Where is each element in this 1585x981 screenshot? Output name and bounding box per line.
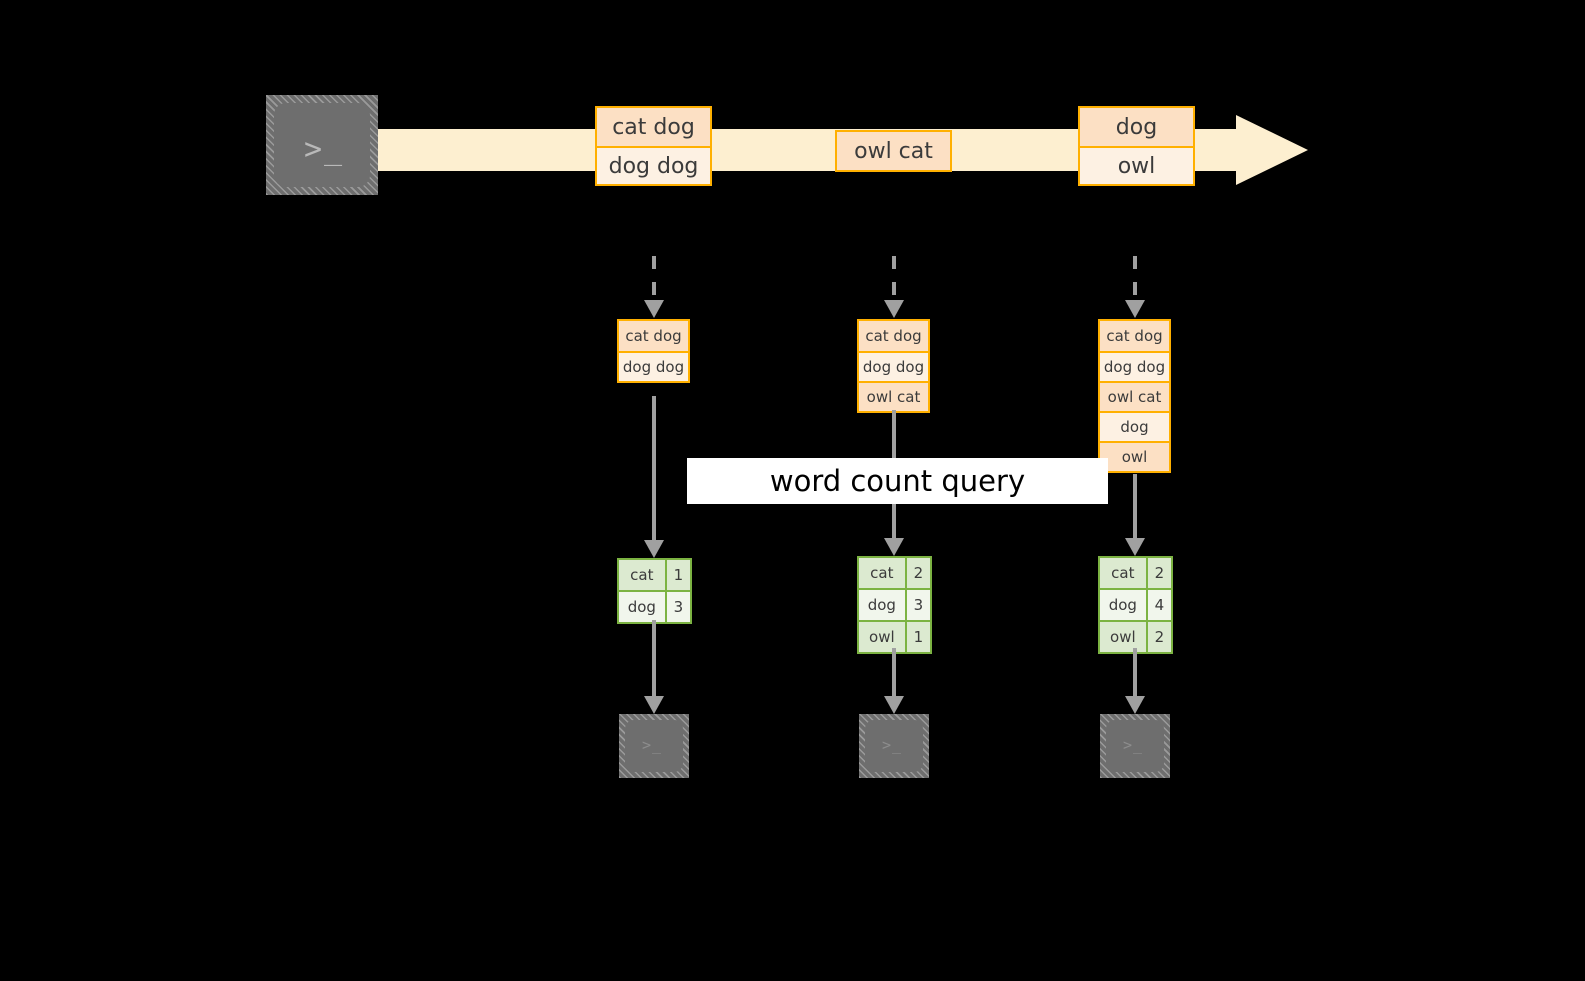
- terminal-prompt-label: >_: [642, 736, 663, 754]
- input-table-row: cat dog: [619, 321, 688, 351]
- stream-batch-line: dog: [1080, 108, 1193, 146]
- dashed-down-arrow-icon: [644, 256, 664, 318]
- source-terminal-icon[interactable]: >_: [266, 95, 378, 195]
- terminal-prompt-label: >_: [1123, 736, 1144, 754]
- input-table-row: dog dog: [1100, 351, 1169, 381]
- input-table-row: owl cat: [1100, 381, 1169, 411]
- arrow-head: [1125, 538, 1145, 556]
- arrow-head: [884, 696, 904, 714]
- input-table-snapshot-3: cat dog dog dog owl cat dog owl: [1098, 319, 1171, 473]
- result-row: owl 1: [859, 620, 930, 652]
- sink-terminal-icon[interactable]: >_: [1100, 714, 1170, 778]
- arrow-head: [884, 538, 904, 556]
- arrow-line: [652, 620, 656, 698]
- result-count: 2: [1145, 622, 1171, 652]
- result-row: dog 3: [859, 588, 930, 620]
- result-row: dog 3: [619, 590, 690, 622]
- down-arrow-icon: [884, 648, 904, 714]
- result-row: owl 2: [1100, 620, 1171, 652]
- input-table-snapshot-2: cat dog dog dog owl cat: [857, 319, 930, 413]
- down-arrow-icon: [644, 620, 664, 714]
- result-table-1: cat 1 dog 3: [617, 558, 692, 624]
- result-word: cat: [859, 558, 905, 588]
- result-count: 3: [904, 590, 930, 620]
- result-word: owl: [859, 622, 905, 652]
- stream-batch-1: cat dog dog dog: [595, 106, 712, 186]
- arrow-line: [652, 396, 656, 542]
- input-table-snapshot-1: cat dog dog dog: [617, 319, 690, 383]
- result-row: cat 2: [859, 558, 930, 588]
- arrow-head: [884, 300, 904, 318]
- terminal-screen: >_: [865, 720, 923, 772]
- input-table-row: dog: [1100, 411, 1169, 441]
- input-table-row: cat dog: [859, 321, 928, 351]
- right-arrow-icon: [1236, 115, 1308, 185]
- down-arrow-icon: [1125, 474, 1145, 558]
- result-table-3: cat 2 dog 4 owl 2: [1098, 556, 1173, 654]
- result-row: cat 1: [619, 560, 690, 590]
- sink-terminal-icon[interactable]: >_: [619, 714, 689, 778]
- result-word: cat: [619, 560, 665, 590]
- down-arrow-icon: [1125, 648, 1145, 714]
- result-word: owl: [1100, 622, 1146, 652]
- result-count: 3: [664, 592, 690, 622]
- stream-batch-line: owl: [1080, 146, 1193, 184]
- stream-batch-2: owl cat: [835, 130, 952, 172]
- result-count: 2: [904, 558, 930, 588]
- result-word: dog: [1100, 590, 1146, 620]
- terminal-screen: >_: [1106, 720, 1164, 772]
- input-table-row: cat dog: [1100, 321, 1169, 351]
- arrow-line: [1133, 256, 1137, 302]
- arrow-head: [644, 696, 664, 714]
- terminal-screen: >_: [274, 103, 370, 187]
- input-table-row: owl: [1100, 441, 1169, 471]
- arrow-head: [644, 540, 664, 558]
- arrow-line: [1133, 648, 1137, 698]
- sink-terminal-icon[interactable]: >_: [859, 714, 929, 778]
- result-row: cat 2: [1100, 558, 1171, 588]
- stream-batch-3: dog owl: [1078, 106, 1195, 186]
- result-word: cat: [1100, 558, 1146, 588]
- terminal-prompt-label: >_: [304, 132, 345, 167]
- arrow-line: [892, 256, 896, 302]
- input-table-row: owl cat: [859, 381, 928, 411]
- result-count: 4: [1145, 590, 1171, 620]
- stream-batch-line: owl cat: [837, 132, 950, 170]
- arrow-line: [1133, 474, 1137, 540]
- stream-batch-line: dog dog: [597, 146, 710, 184]
- result-word: dog: [859, 590, 905, 620]
- result-count: 1: [904, 622, 930, 652]
- result-row: dog 4: [1100, 588, 1171, 620]
- input-table-row: dog dog: [619, 351, 688, 381]
- result-word: dog: [619, 592, 665, 622]
- down-arrow-icon: [644, 396, 664, 558]
- result-count: 1: [664, 560, 690, 590]
- stream-batch-line: cat dog: [597, 108, 710, 146]
- terminal-prompt-label: >_: [882, 736, 903, 754]
- arrow-line: [892, 648, 896, 698]
- arrow-head: [1125, 696, 1145, 714]
- query-label: word count query: [687, 458, 1108, 504]
- dashed-down-arrow-icon: [884, 256, 904, 318]
- arrow-line: [652, 256, 656, 302]
- terminal-screen: >_: [625, 720, 683, 772]
- arrow-head: [644, 300, 664, 318]
- result-table-2: cat 2 dog 3 owl 1: [857, 556, 932, 654]
- dashed-down-arrow-icon: [1125, 256, 1145, 318]
- input-table-row: dog dog: [859, 351, 928, 381]
- result-count: 2: [1145, 558, 1171, 588]
- arrow-head: [1125, 300, 1145, 318]
